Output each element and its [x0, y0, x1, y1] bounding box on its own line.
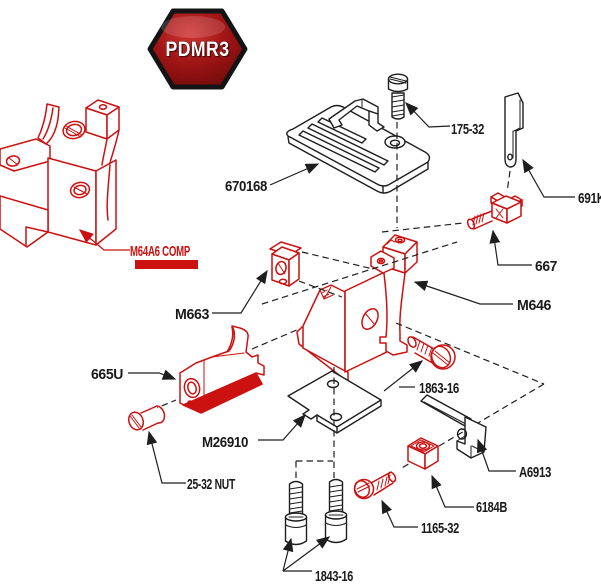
label-665u: 665U — [91, 366, 123, 383]
part-labels: 670168 175-32 691K 667 M646 M663 665U 18… — [91, 121, 601, 585]
label-m64a6-underline-bar — [135, 260, 198, 269]
part-670168-plate-drawing — [286, 98, 431, 194]
label-m64a6-comp: M64A6 COMP — [130, 243, 190, 260]
part-m64a6-comp-drawing — [0, 99, 120, 248]
part-25-32-nut-drawing — [127, 405, 166, 431]
part-1863-16-drawing — [407, 336, 456, 370]
part-1165-32-drawing — [353, 471, 397, 500]
badge-shadow-text: PDMR3 — [167, 40, 231, 63]
label-1843-16: 1843-16 — [315, 568, 353, 585]
label-670168: 670168 — [225, 178, 267, 195]
part-6184b-drawing — [407, 437, 439, 470]
part-691k-drawing — [504, 92, 524, 168]
label-1165-32: 1165-32 — [421, 520, 459, 537]
label-1863-16: 1863-16 — [419, 380, 459, 397]
label-a6913: A6913 — [519, 464, 551, 481]
part-667-drawing — [466, 192, 523, 230]
label-691k: 691K — [578, 190, 601, 207]
label-667: 667 — [535, 258, 557, 275]
label-25-32-nut: 25-32 NUT — [187, 476, 235, 493]
pdmr3-badge-icon: PDMR3 PDMR3 — [147, 8, 248, 90]
part-m663-drawing — [269, 241, 302, 287]
highlighted-part-label: M64A6 COMP — [130, 243, 198, 269]
label-175-32: 175-32 — [451, 121, 484, 138]
label-m26910: M26910 — [202, 434, 248, 451]
part-1843-16-drawing — [284, 478, 348, 546]
label-m663: M663 — [175, 306, 209, 323]
label-m646: M646 — [517, 297, 551, 314]
badge-text: PDMR3 — [166, 38, 230, 61]
leader-lines — [78, 102, 575, 572]
part-m646-drawing — [296, 234, 418, 383]
label-6184b: 6184B — [476, 499, 507, 516]
part-665u-drawing — [179, 325, 265, 414]
part-175-32-drawing — [387, 73, 409, 120]
